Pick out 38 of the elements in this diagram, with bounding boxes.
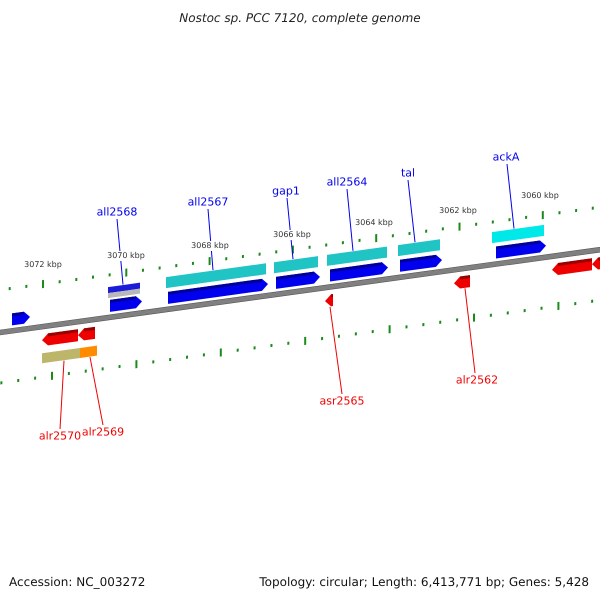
gene-label: tal — [400, 168, 416, 178]
gene-feature — [592, 256, 600, 270]
leader-line — [506, 164, 514, 230]
accession-text: Accession: NC_003272 — [9, 576, 146, 588]
gene-label: alr2569 — [82, 426, 124, 438]
scale-label: 3070 kbp — [106, 251, 146, 261]
leader-line — [464, 288, 476, 374]
scale-label: 3072 kbp — [23, 260, 63, 270]
gene-label: alr2562 — [456, 374, 498, 386]
gene-feature — [492, 224, 546, 259]
scale-label: 3064 kbp — [354, 218, 394, 228]
gene-label: all2567 — [188, 196, 228, 208]
gene-feature — [12, 312, 30, 326]
leader-line — [330, 306, 342, 394]
leader-line — [60, 360, 64, 430]
scale-label: 3068 kbp — [190, 241, 230, 251]
gene-feature — [454, 275, 470, 289]
gene-label: all2564 — [326, 176, 368, 188]
title: Nostoc sp. PCC 7120, complete genome — [179, 12, 421, 24]
leader-line — [90, 356, 104, 426]
gene-label: gap1 — [272, 186, 300, 196]
leader-line — [408, 180, 416, 243]
genome-stats-text: Topology: circular; Length: 6,413,771 bp; Genes: 5,428 — [259, 576, 589, 588]
gene-feature — [166, 263, 268, 304]
gene-feature — [78, 326, 97, 358]
gene-feature — [274, 256, 320, 289]
gene-feature — [327, 246, 388, 282]
gene-feature — [398, 239, 442, 272]
gene-label: ackA — [492, 152, 520, 162]
gene-feature — [108, 282, 142, 312]
gene-label: all2568 — [96, 206, 138, 218]
gene-feature — [325, 294, 333, 306]
scale-label: 3062 kbp — [438, 206, 478, 216]
gene-label: asr2565 — [320, 396, 364, 406]
gene-label: alr2570 — [38, 430, 82, 442]
scale-label: 3060 kbp — [520, 191, 560, 201]
gene-feature — [42, 329, 80, 364]
scale-label: 3066 kbp — [272, 230, 312, 240]
